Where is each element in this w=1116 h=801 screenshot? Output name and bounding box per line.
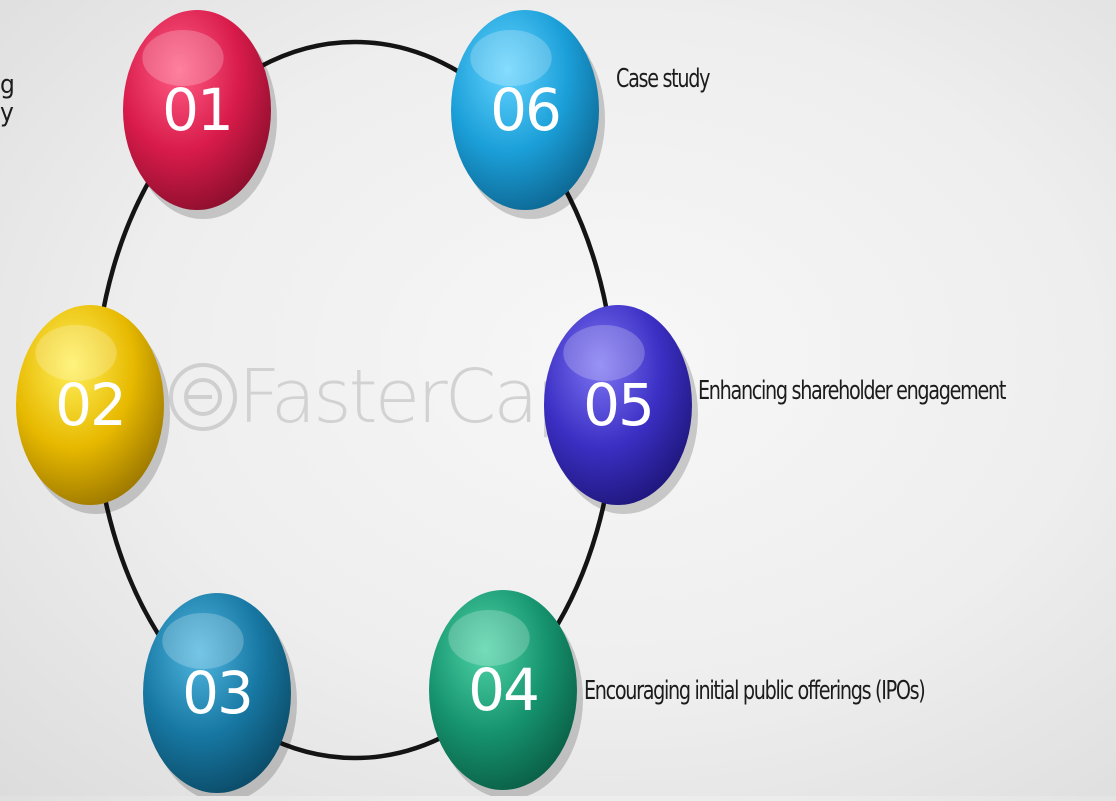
step-node-03: 03 [143,593,297,801]
step-node-bubble [143,593,291,793]
step-node-bubble [429,590,577,790]
step-number: 02 [55,371,125,439]
left-edge-fragment-1: g [0,70,15,100]
step-node-highlight [35,325,117,381]
step-node-bubble [544,305,692,505]
step-06-label: Case study [616,64,710,94]
step-node-01: 01 [123,10,277,219]
step-node-04: 04 [429,590,583,799]
step-number: 03 [182,659,252,727]
step-05-label: Enhancing shareholder engagement [698,376,1006,406]
step-number: 06 [490,76,560,144]
step-node-highlight [563,325,645,381]
step-node-bubble [123,10,271,210]
step-node-05: 05 [544,305,698,514]
step-04-label: Encouraging initial public offerings (IP… [584,676,926,706]
step-number: 05 [583,371,653,439]
step-node-highlight [142,30,224,86]
step-node-02: 02 [16,305,170,514]
step-nodes: 01 02 03 04 05 06 [16,10,698,801]
step-node-highlight [448,610,530,666]
step-number: 01 [162,76,232,144]
step-number: 04 [468,656,538,724]
step-node-highlight [470,30,552,86]
step-node-highlight [162,613,244,669]
watermark-logo-icon [169,363,237,431]
watermark-logo-inner [184,378,222,416]
step-node-bubble [451,10,599,210]
left-edge-fragment-2: y [0,98,14,128]
step-node-bubble [16,305,164,505]
step-node-06: 06 [451,10,605,219]
